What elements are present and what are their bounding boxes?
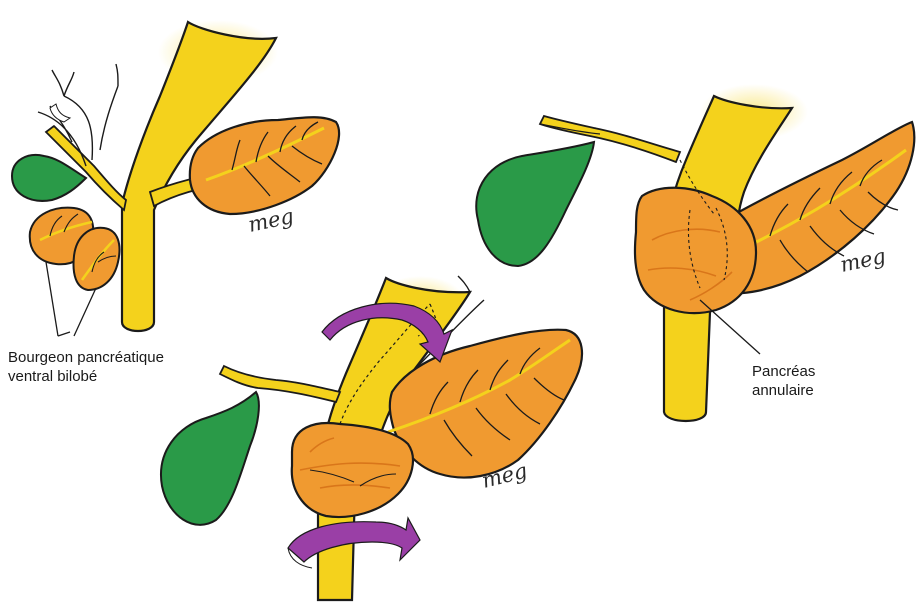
gallbladder-2 (161, 392, 259, 525)
label-ventral-bud-line2: ventral bilobé (8, 367, 164, 386)
label-annular-line1: Pancréas (752, 362, 815, 381)
label-annular-pancreas: Pancréas annulaire (752, 362, 815, 400)
ventral-pancreas-2 (292, 423, 413, 517)
signature-3: meg (838, 244, 888, 277)
stage-2-rotation: meg (161, 276, 582, 600)
stage-1-ventral-bud: meg (12, 20, 339, 336)
label-annular-line2: annulaire (752, 381, 815, 400)
gallbladder-3 (476, 142, 594, 266)
label-ventral-bud-line1: Bourgeon pancréatique (8, 348, 164, 367)
bile-duct-2 (220, 366, 340, 402)
label-ventral-bud: Bourgeon pancréatique ventral bilobé (8, 348, 164, 386)
